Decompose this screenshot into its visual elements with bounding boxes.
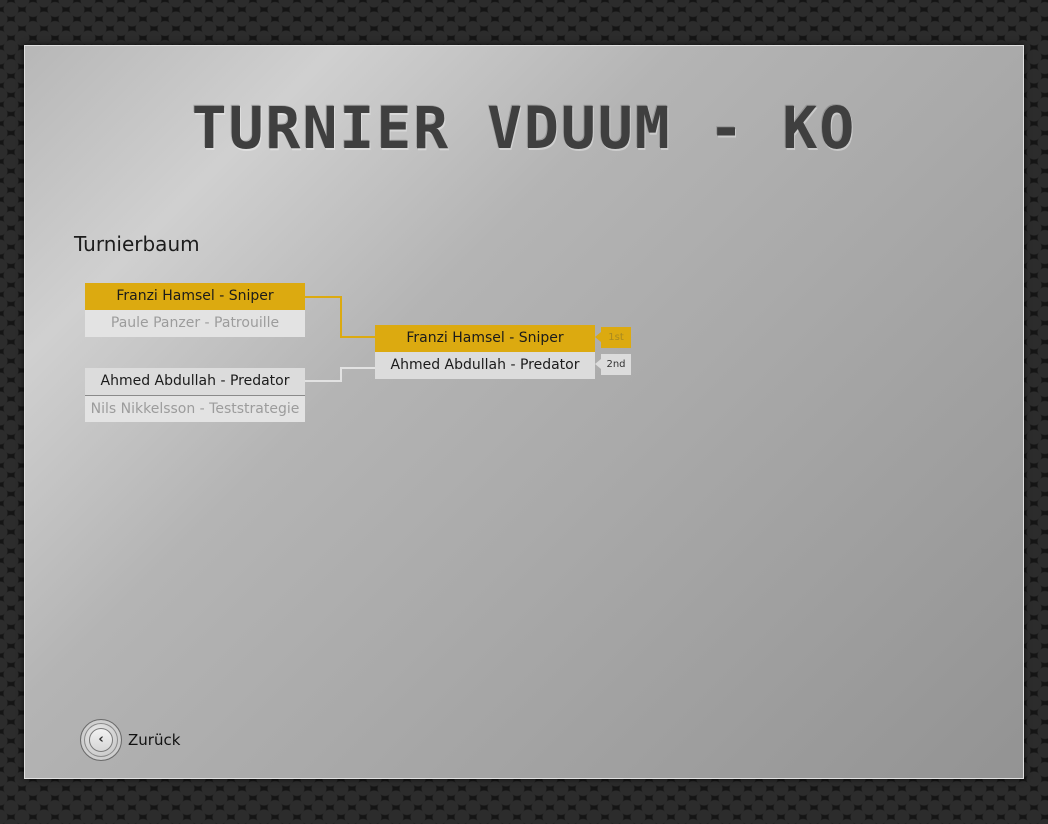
chevron-left-icon: ‹ (89, 728, 113, 752)
second-place-badge: 2nd (595, 354, 631, 375)
bracket-connectors (305, 296, 375, 382)
round1-match2-top[interactable]: Ahmed Abdullah - Predator (85, 368, 305, 395)
first-place-badge: 1st (595, 327, 631, 348)
page-title: TURNIER VDUUM - KO (191, 94, 857, 162)
connector-match1 (305, 296, 375, 338)
round1-match2-bottom[interactable]: Nils Nikkelsson - Teststrategie (85, 395, 305, 422)
back-button-ring[interactable]: ‹ (80, 719, 122, 761)
back-button[interactable]: ‹ Zurück (80, 719, 180, 761)
round1-match1-bottom[interactable]: Paule Panzer - Patrouille (85, 310, 305, 337)
section-title: Turnierbaum (74, 232, 200, 256)
main-panel: TURNIER VDUUM - KO Turnierbaum Franzi Ha… (24, 45, 1024, 779)
tournament-bracket: Franzi Hamsel - Sniper Paule Panzer - Pa… (25, 46, 1025, 780)
back-button-label[interactable]: Zurück (128, 731, 181, 749)
final-top[interactable]: Franzi Hamsel - Sniper (375, 325, 595, 352)
round1-match1-top[interactable]: Franzi Hamsel - Sniper (85, 283, 305, 310)
final-bottom[interactable]: Ahmed Abdullah - Predator (375, 352, 595, 379)
connector-match2 (305, 367, 375, 382)
